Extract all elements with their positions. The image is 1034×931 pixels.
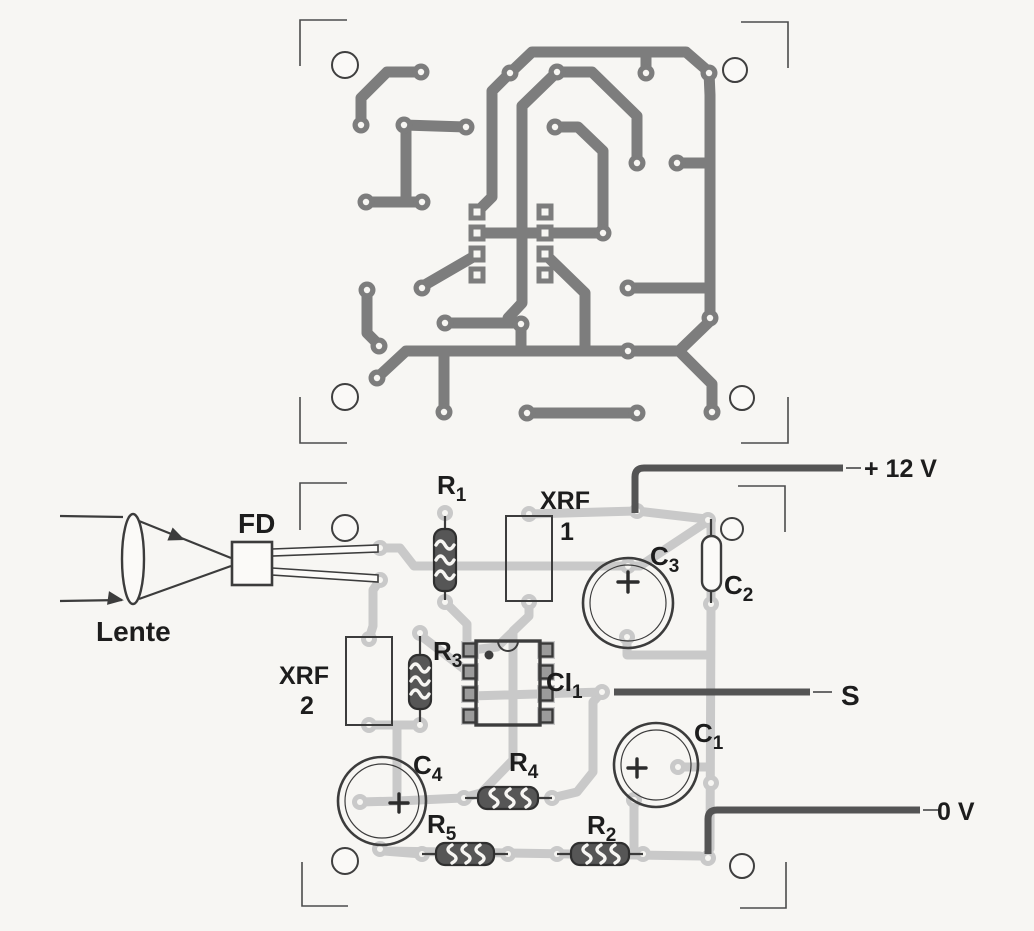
coil-xrf2 xyxy=(345,636,393,726)
capacitor-c3 xyxy=(581,556,675,650)
hookup-wires xyxy=(614,464,940,854)
resistor-r2 xyxy=(557,841,643,867)
ic-solder-pads-square xyxy=(468,203,554,284)
label-c4: C4 xyxy=(413,750,443,786)
photodiode-body xyxy=(230,540,274,587)
resistor-r1 xyxy=(432,516,458,600)
ic-notch xyxy=(497,640,519,652)
photodiode-fd xyxy=(230,540,379,587)
label-c1: C1 xyxy=(694,718,724,754)
label-photodiode: FD xyxy=(238,508,275,539)
lens-assembly xyxy=(59,512,232,606)
label-r2: R2 xyxy=(587,810,616,846)
photodiode-lead xyxy=(271,567,379,583)
solder-pads-round xyxy=(352,63,721,422)
lens xyxy=(120,512,146,606)
label-xrf1-number: 1 xyxy=(560,518,574,546)
light-ray-lines xyxy=(59,514,232,603)
label-supply-ground: 0 V xyxy=(937,798,975,826)
resistor-r3 xyxy=(407,636,433,722)
wire-0v xyxy=(704,806,920,854)
label-r3: R3 xyxy=(433,636,462,672)
wire-plus-12v xyxy=(631,464,843,513)
component-layout-view: Lente FD R1 XRF 1 C3 C2 + 12 V S 0 V CI1… xyxy=(59,455,975,909)
label-r1: R1 xyxy=(437,470,467,506)
label-r4: R4 xyxy=(509,747,539,783)
capacitor-c4 xyxy=(336,755,428,847)
resistor-r4 xyxy=(465,785,552,811)
mounting-holes xyxy=(331,51,755,411)
resistor-r5 xyxy=(422,841,508,867)
polarity-plus-icon xyxy=(626,757,648,779)
copper-layout-view xyxy=(299,19,789,444)
label-c3: C3 xyxy=(650,541,679,577)
label-c2: C2 xyxy=(724,570,753,606)
board-corner-marks xyxy=(299,19,789,444)
label-r5: R5 xyxy=(427,809,457,845)
label-xrf2-number: 2 xyxy=(300,692,314,720)
ic-ci1 xyxy=(462,639,554,727)
ic-body xyxy=(474,639,542,727)
label-xrf1: XRF xyxy=(540,487,590,515)
label-xrf2: XRF xyxy=(279,662,329,690)
coil-xrf1 xyxy=(505,515,553,602)
label-supply-positive: + 12 V xyxy=(864,455,937,483)
polarity-plus-icon xyxy=(616,570,640,594)
photodiode-lead xyxy=(271,544,379,557)
ray-arrowhead xyxy=(167,527,185,541)
capacitor-c2 xyxy=(700,519,723,603)
ray-arrowhead xyxy=(107,591,124,605)
mounting-holes xyxy=(331,514,755,879)
capacitor-c1 xyxy=(612,721,700,809)
label-signal-output: S xyxy=(841,680,860,711)
label-ci1: CI1 xyxy=(546,667,583,703)
pin1-dot-icon xyxy=(484,650,494,660)
polarity-plus-icon xyxy=(388,792,410,814)
label-lens: Lente xyxy=(96,616,171,647)
board-corner-marks xyxy=(299,482,787,909)
